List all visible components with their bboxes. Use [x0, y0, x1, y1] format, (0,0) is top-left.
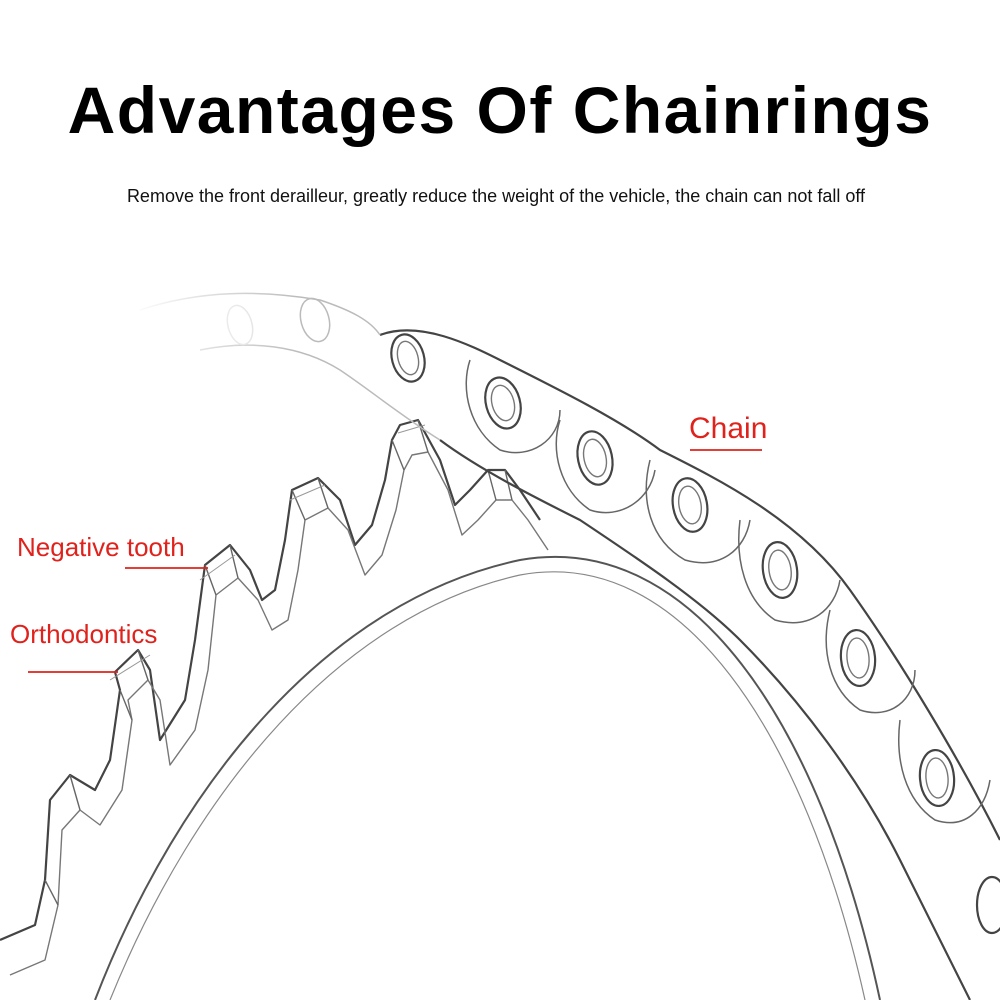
chain-roller — [390, 333, 426, 383]
callout-lines — [28, 449, 762, 673]
chainring-inner-arc-2 — [109, 571, 866, 1000]
page-subtitle: Remove the front derailleur, greatly red… — [126, 186, 866, 206]
chainring-teeth — [0, 418, 549, 976]
chain-bottom-edge — [439, 439, 971, 1000]
chain-roller — [761, 541, 799, 599]
chainring — [94, 555, 881, 1000]
chain-roller — [484, 376, 522, 430]
page-title: Advantages Of Chainrings — [67, 73, 933, 147]
chain-roller — [768, 549, 792, 591]
chain-roller — [925, 757, 949, 799]
chain-roller — [582, 438, 608, 478]
chain-label: Chain — [689, 412, 768, 445]
tooth-profile-back — [9, 451, 549, 976]
chain-roller — [839, 628, 877, 688]
orthodontics-label: Orthodontics — [10, 619, 158, 649]
chain-roller — [846, 637, 870, 679]
tooth-profile — [0, 418, 541, 942]
chain-roller — [576, 430, 614, 486]
chain-roller — [975, 875, 1000, 935]
chainring-inner-arc — [94, 555, 881, 1000]
chain-roller — [490, 384, 516, 422]
chain-top-edge — [379, 329, 1000, 841]
chain-roller — [918, 748, 956, 808]
negative-tooth-label: Negative tooth — [17, 532, 185, 562]
chain-roller — [677, 485, 703, 525]
chain-roller — [671, 477, 709, 533]
chain-roller — [396, 340, 420, 376]
